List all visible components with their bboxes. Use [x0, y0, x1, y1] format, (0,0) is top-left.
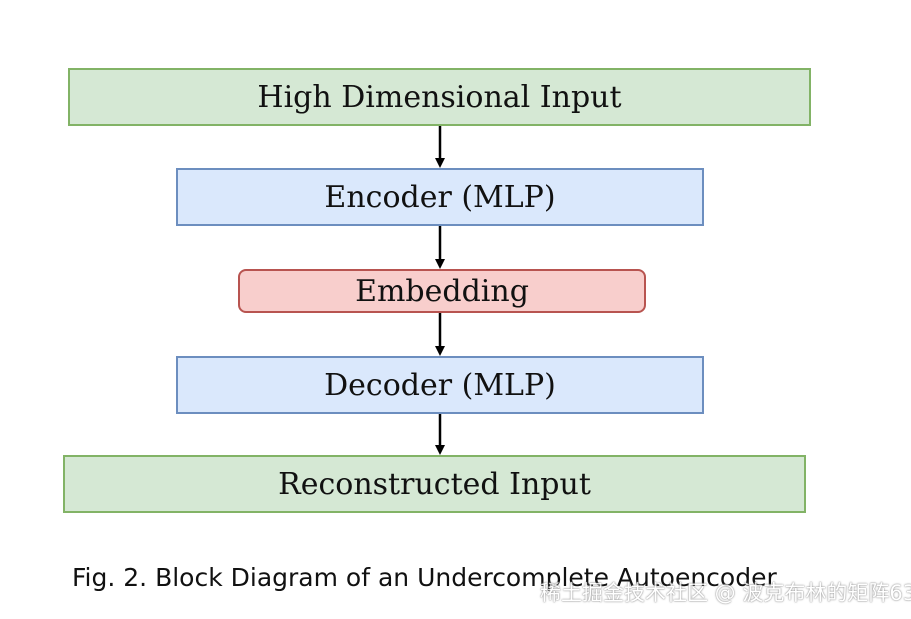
high-dimensional-input-box: High Dimensional Input — [68, 68, 811, 126]
reconstructed-input-label: Reconstructed Input — [278, 466, 591, 502]
encoder-box: Encoder (MLP) — [176, 168, 704, 226]
decoder-box: Decoder (MLP) — [176, 356, 704, 414]
watermark: 稀土掘金技术社区 @ 波克布林的矩阵633 — [540, 581, 911, 605]
reconstructed-input-box: Reconstructed Input — [63, 455, 806, 513]
decoder-label: Decoder (MLP) — [324, 367, 556, 403]
embedding-box: Embedding — [238, 269, 646, 313]
embedding-label: Embedding — [355, 273, 529, 309]
figure-caption: Fig. 2. Block Diagram of an Undercomplet… — [72, 563, 777, 592]
high-dimensional-input-label: High Dimensional Input — [257, 79, 622, 115]
encoder-label: Encoder (MLP) — [324, 179, 556, 215]
